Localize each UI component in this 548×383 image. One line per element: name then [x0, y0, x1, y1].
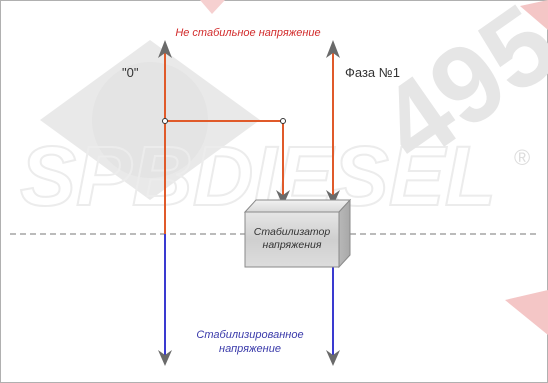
- arrow-head-phase-top: [326, 40, 340, 58]
- stabilizer-box-side: [338, 198, 351, 269]
- phase-label: Фаза №1: [345, 65, 400, 80]
- stabilized-voltage-label-line1: Стабилизированное: [196, 329, 303, 341]
- watermark-red-corner-top: [520, 0, 548, 30]
- arrow-head-tap-into-stabilizer: [276, 190, 290, 206]
- arrow-head-zero-top: [158, 40, 172, 58]
- stabilizer-box-front: [244, 211, 340, 268]
- stabilizer-label-line2: напряжения: [263, 239, 322, 251]
- arrow-head-phase-into-stabilizer: [326, 190, 340, 206]
- arrow-head-zero-bottom: [158, 350, 172, 366]
- stabilized-voltage-label-line2: напряжение: [219, 343, 281, 355]
- watermark-registered: ®: [514, 145, 530, 170]
- junction-node-left: [162, 118, 168, 124]
- watermark-red-corner-mid: [200, 0, 225, 14]
- junction-node-right: [280, 118, 286, 124]
- zero-label: "0": [122, 65, 139, 80]
- stabilizer-box: Стабилизатор напряжения: [243, 198, 352, 269]
- arrow-head-phase-bottom: [326, 350, 340, 366]
- watermark-gear-circle: [92, 62, 208, 178]
- unstable-voltage-label: Не стабильное напряжение: [175, 27, 320, 39]
- stabilizer-label-line1: Стабилизатор: [254, 226, 331, 238]
- watermark-red-corner-right: [505, 290, 548, 335]
- stabilizer-box-top: [243, 199, 352, 213]
- watermark: SPBDIESEL 495 ®: [19, 0, 548, 335]
